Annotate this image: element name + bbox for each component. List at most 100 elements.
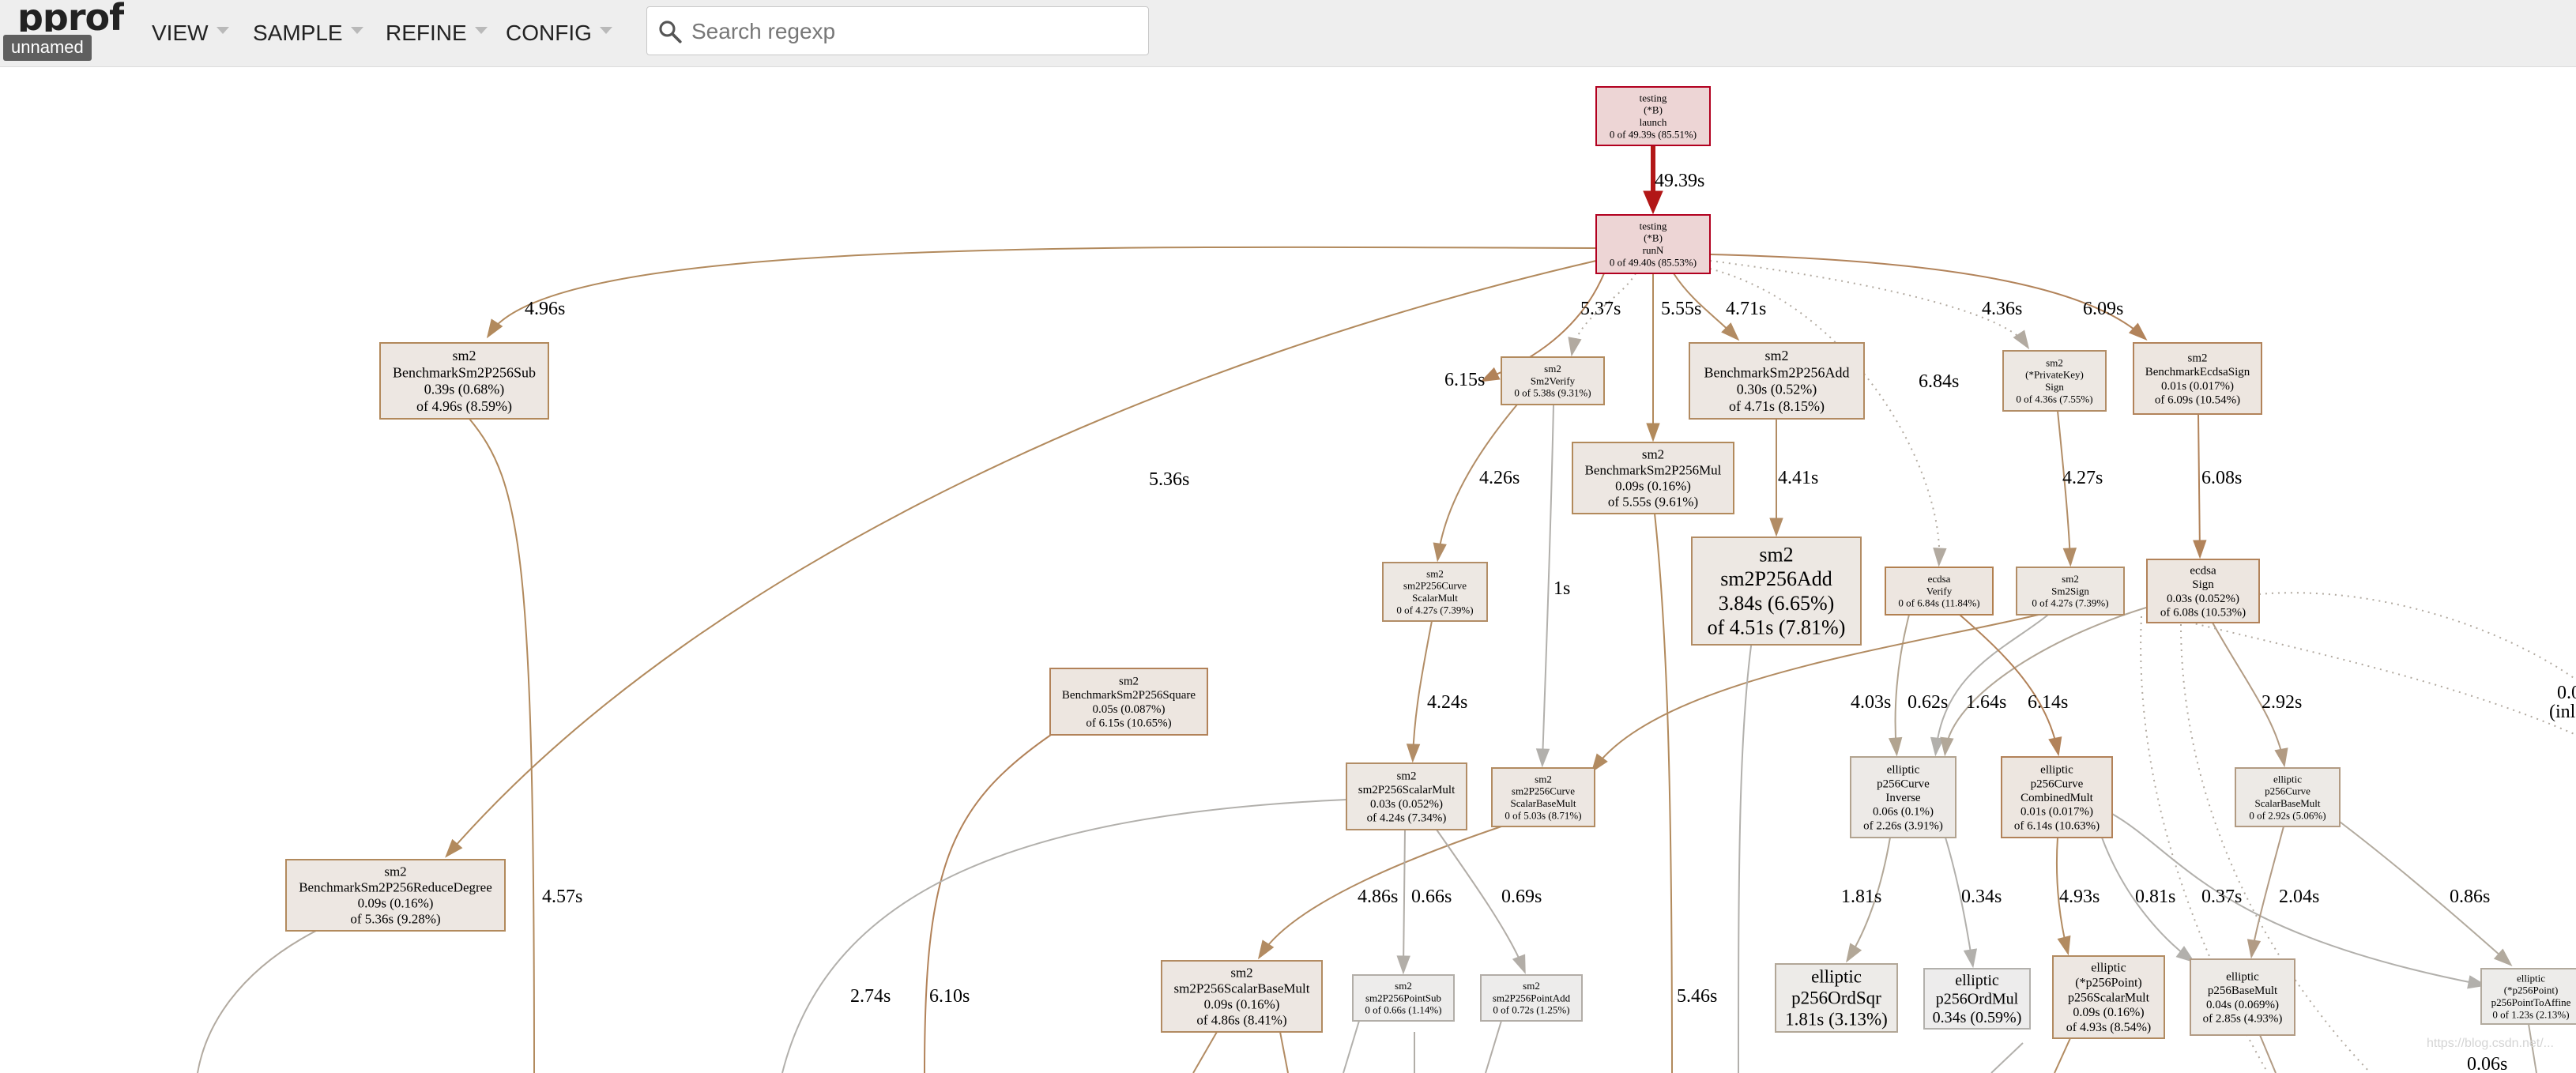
node-box [1501,356,1605,405]
edge-continuation[interactable] [1343,1020,1360,1073]
edge-scalarmult-to-offscreen[interactable] [781,799,1347,1073]
edge-continuation[interactable] [2528,1023,2537,1073]
edge-sm2sign-to-curvebasemult[interactable] [1594,614,2039,769]
edge-benchmul-to-offscreen[interactable] [1654,513,1673,1073]
edge-combinedmult-to-pt_scalarmult-label: 4.93s [2059,887,2100,907]
toolbar: pprof unnamed VIEW SAMPLE REFINE CONFIG [0,0,2576,66]
node-label-line: 0 of 49.40s (85.53%) [1610,256,1697,268]
node-label-line: of 2.26s (3.91%) [1863,819,1943,832]
node-label-line: 0 of 5.03s (8.71%) [1505,809,1581,821]
node-label-line: ecdsa [2190,564,2216,577]
chevron-down-icon [350,27,363,34]
edge-scalarmult-to-pointsub[interactable] [1403,829,1406,969]
node-label-line: sm2 [1535,773,1552,785]
edge-ecdsaverify-to-combinedmult[interactable] [1959,614,2058,751]
edge-scalarmult-to-pointsub-label: 0.66s [1411,887,1452,907]
menu-sample[interactable]: SAMPLE [253,17,363,49]
edge-continuation[interactable] [1485,1020,1502,1073]
node-label-line: of 4.24s (7.34%) [1367,812,1447,825]
menu-view[interactable]: VIEW [152,17,229,49]
edge-runN-to-sm2verify-arrowhead [1568,337,1582,357]
node-label-line: 0.06s (0.1%) [1873,806,1934,819]
edge-runN-to-benchadd-arrowhead [1721,322,1740,341]
menu-refine[interactable]: REFINE [386,17,488,49]
edge-continuation[interactable] [1738,614,1757,1073]
edge-offscreen-dotted[interactable] [2258,592,2576,680]
edge-curvescalar-to-scalarmult-arrowhead [1406,744,1421,763]
edge-continuation[interactable] [1279,1031,1289,1073]
node-label-line: 0 of 49.39s (85.51%) [1610,128,1697,140]
edge-curvebasemult-to-scalarbasemult[interactable] [1260,826,1502,955]
edge-ecdsa_sign-to-inverse[interactable] [1945,601,2166,751]
edge-continuation[interactable] [2054,1037,2071,1073]
edge-scalarmult-to-pointadd[interactable] [1436,829,1524,969]
node-box [1775,963,1898,1033]
node-box [1885,567,1994,616]
edge-combinedmult-to-toaffine-label: 0.37s [2201,887,2242,907]
edge-continuation[interactable] [2259,1034,2277,1073]
edge-runN-to-ecdsaverify[interactable] [1709,268,1941,562]
edge-combinedmult-to-toaffine[interactable] [2111,813,2482,985]
menu-config-label: CONFIG [506,21,592,45]
edge-continuation[interactable] [1192,1031,1218,1073]
edge-curvescalar-to-scalarmult[interactable] [1412,620,1433,758]
edge-runN-to-sub[interactable] [489,246,1597,334]
edge-privsign-to-sm2sign[interactable] [2057,410,2071,562]
node-label-line: launch [1640,116,1667,128]
edge-sm2sign-to-inverse[interactable] [1935,614,2049,751]
search-input[interactable] [690,13,1135,50]
menu-config[interactable]: CONFIG [506,17,612,49]
node-pt_scalarmult[interactable]: elliptic(*p256Point)p256ScalarMult0.09s … [2052,955,2165,1039]
node-label-line: sm2 [384,864,406,879]
menu-view-label: VIEW [152,21,209,45]
node-label-line: of 5.55s (9.61%) [1608,495,1698,510]
edge-ecdsa_sign-to-ell_scalarbase[interactable] [2212,622,2284,762]
edge-ecdsaverify-to-inverse[interactable] [1894,614,1910,751]
edge-ell_scalarbase-to-toaffine[interactable] [2339,821,2509,963]
edge-runN-to-ecdsasign_bench[interactable] [1709,254,2144,337]
node-label-line: elliptic [2091,962,2126,975]
node-box [2016,567,2125,616]
edge-offscreen-dotted[interactable] [2180,623,2371,1073]
edge-runN-to-reducedegree[interactable] [448,260,1597,854]
edge-ecdsasign_bench-to-ecdsa_sign[interactable] [2198,413,2201,554]
node-label-line: 0 of 4.27s (7.39%) [2032,597,2108,609]
edge-scalarmult-to-pointsub-arrowhead [1396,955,1410,975]
edge-sub-to-offscreen[interactable] [469,418,535,1073]
edge-sm2verify-to-curvebasemult[interactable] [1542,404,1554,762]
edge-offscreen-dotted[interactable] [2164,616,2576,736]
edge-reducedegree-to-offscreen[interactable] [197,930,317,1073]
edge-sm2verify-to-curvescalar[interactable] [1437,404,1518,557]
edge-square-to-offscreen[interactable] [924,734,1052,1073]
edge-continuation[interactable] [1990,1042,2024,1073]
edge-sm2sign-to-inverse-arrowhead [1930,736,1945,757]
